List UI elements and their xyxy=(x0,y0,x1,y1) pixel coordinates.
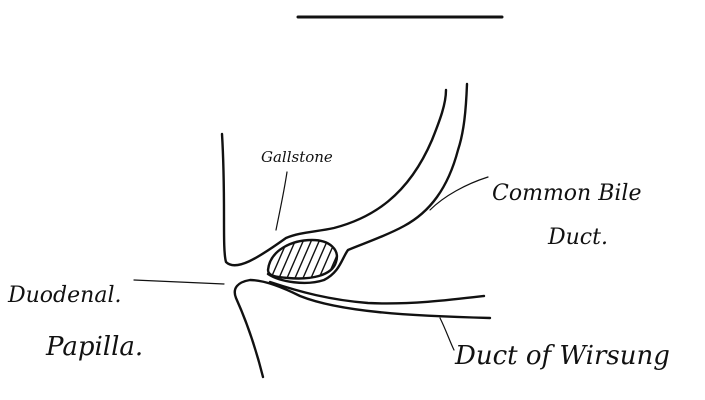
gallstone-label: Gallstone xyxy=(261,148,333,166)
duodenal-papilla-leader xyxy=(134,280,224,284)
duodenal-papilla-wall xyxy=(235,280,490,377)
common-bile-duct-label-line1: Common Bile xyxy=(492,181,641,206)
gallstone-leader xyxy=(276,172,287,230)
common-bile-duct-label-line2: Duct. xyxy=(547,225,608,250)
duodenal-papilla-label-line2: Papilla. xyxy=(45,332,143,362)
duct-of-wirsung-label: Duct of Wirsung xyxy=(454,341,670,371)
duodenal-papilla-label-line1: Duodenal. xyxy=(7,283,121,308)
bile-duct-outer-wall xyxy=(222,90,446,265)
wirsung-leader xyxy=(440,318,454,350)
wirsung-duct-upper-wall xyxy=(270,282,484,303)
